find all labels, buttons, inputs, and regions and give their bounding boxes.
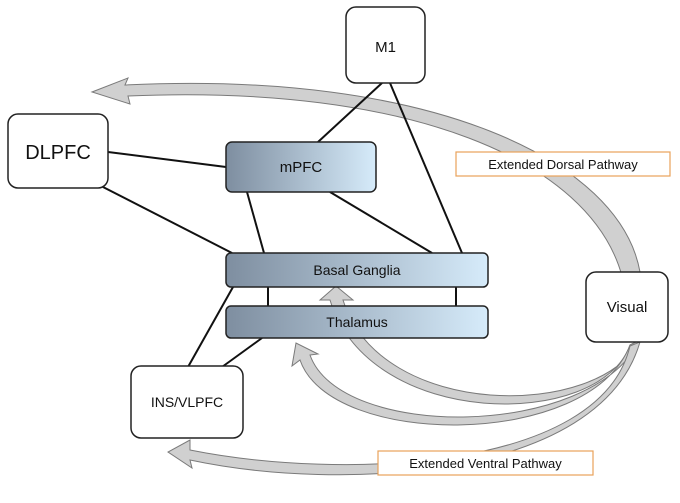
line-mpfc-bg-right	[329, 191, 433, 254]
line-bg-ins	[187, 286, 234, 368]
arrow-visual-to-ins-vlpfc	[167, 341, 641, 476]
ins-vlpfc-box	[130, 365, 244, 439]
mpfc-box	[225, 141, 377, 193]
line-mpfc-bg-left	[246, 191, 265, 254]
arrow-visual-to-basal-ganglia	[318, 285, 642, 405]
visual-box	[585, 271, 669, 343]
thalamus-label: Thalamus	[326, 314, 387, 330]
dorsal-pathway-label-box	[455, 151, 671, 177]
m1-box	[345, 6, 426, 84]
dorsal-pathway-label: Extended Dorsal Pathway	[488, 157, 638, 172]
ventral-pathway-label: Extended Ventral Pathway	[409, 456, 562, 471]
thalamus-box	[225, 305, 489, 339]
line-m1-mpfc	[317, 82, 383, 143]
arrow-visual-to-thalamus	[291, 338, 642, 426]
curved-arrows	[90, 77, 642, 476]
line-thal-ins	[221, 337, 263, 368]
ventral-pathway-label-box	[377, 450, 594, 476]
line-m1-basal-ganglia	[389, 82, 463, 254]
basal-ganglia-label: Basal Ganglia	[313, 262, 400, 278]
basal-ganglia-box	[225, 252, 489, 288]
m1-label: M1	[375, 39, 396, 56]
mpfc-label: mPFC	[280, 159, 323, 176]
line-dlpfc-mpfc	[107, 151, 227, 168]
connections	[102, 82, 463, 368]
dlpfc-box	[7, 113, 109, 189]
visual-label: Visual	[607, 299, 648, 316]
ins-vlpfc-label: INS/VLPFC	[151, 394, 223, 410]
dlpfc-label: DLPFC	[25, 142, 91, 164]
line-dlpfc-basal-ganglia	[102, 186, 233, 254]
